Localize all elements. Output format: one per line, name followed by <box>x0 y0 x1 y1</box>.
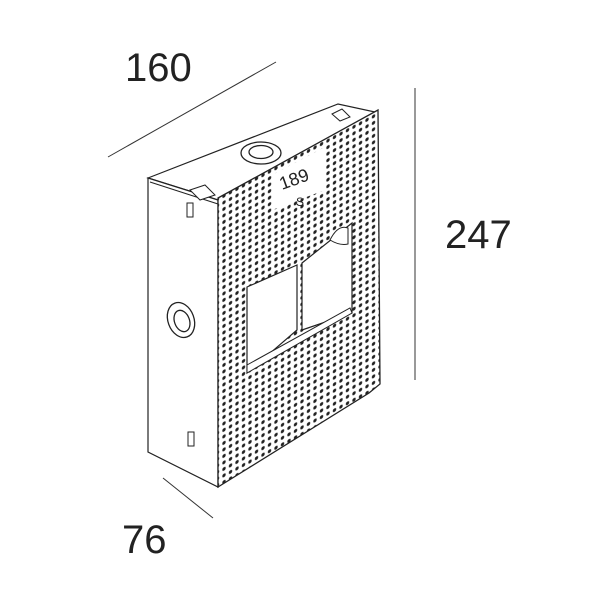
rear-knockout <box>329 226 349 245</box>
top-knockout <box>240 141 282 165</box>
left-opening <box>246 264 298 375</box>
side-knockout <box>166 301 196 339</box>
clip-top-left <box>189 184 216 201</box>
height-dimension-label: 247 <box>445 213 512 257</box>
width-dimension-line <box>107 61 277 158</box>
depth-dimension-label: 76 <box>122 518 167 562</box>
clip-bottom <box>187 431 195 447</box>
width-dimension-label: 160 <box>125 46 192 90</box>
bottom-rail <box>246 307 353 374</box>
product-letter: S <box>296 195 304 209</box>
clip-top-right <box>331 108 351 122</box>
depth-dimension-line <box>162 477 214 519</box>
label-area <box>272 147 325 210</box>
clip-tab <box>186 202 194 218</box>
